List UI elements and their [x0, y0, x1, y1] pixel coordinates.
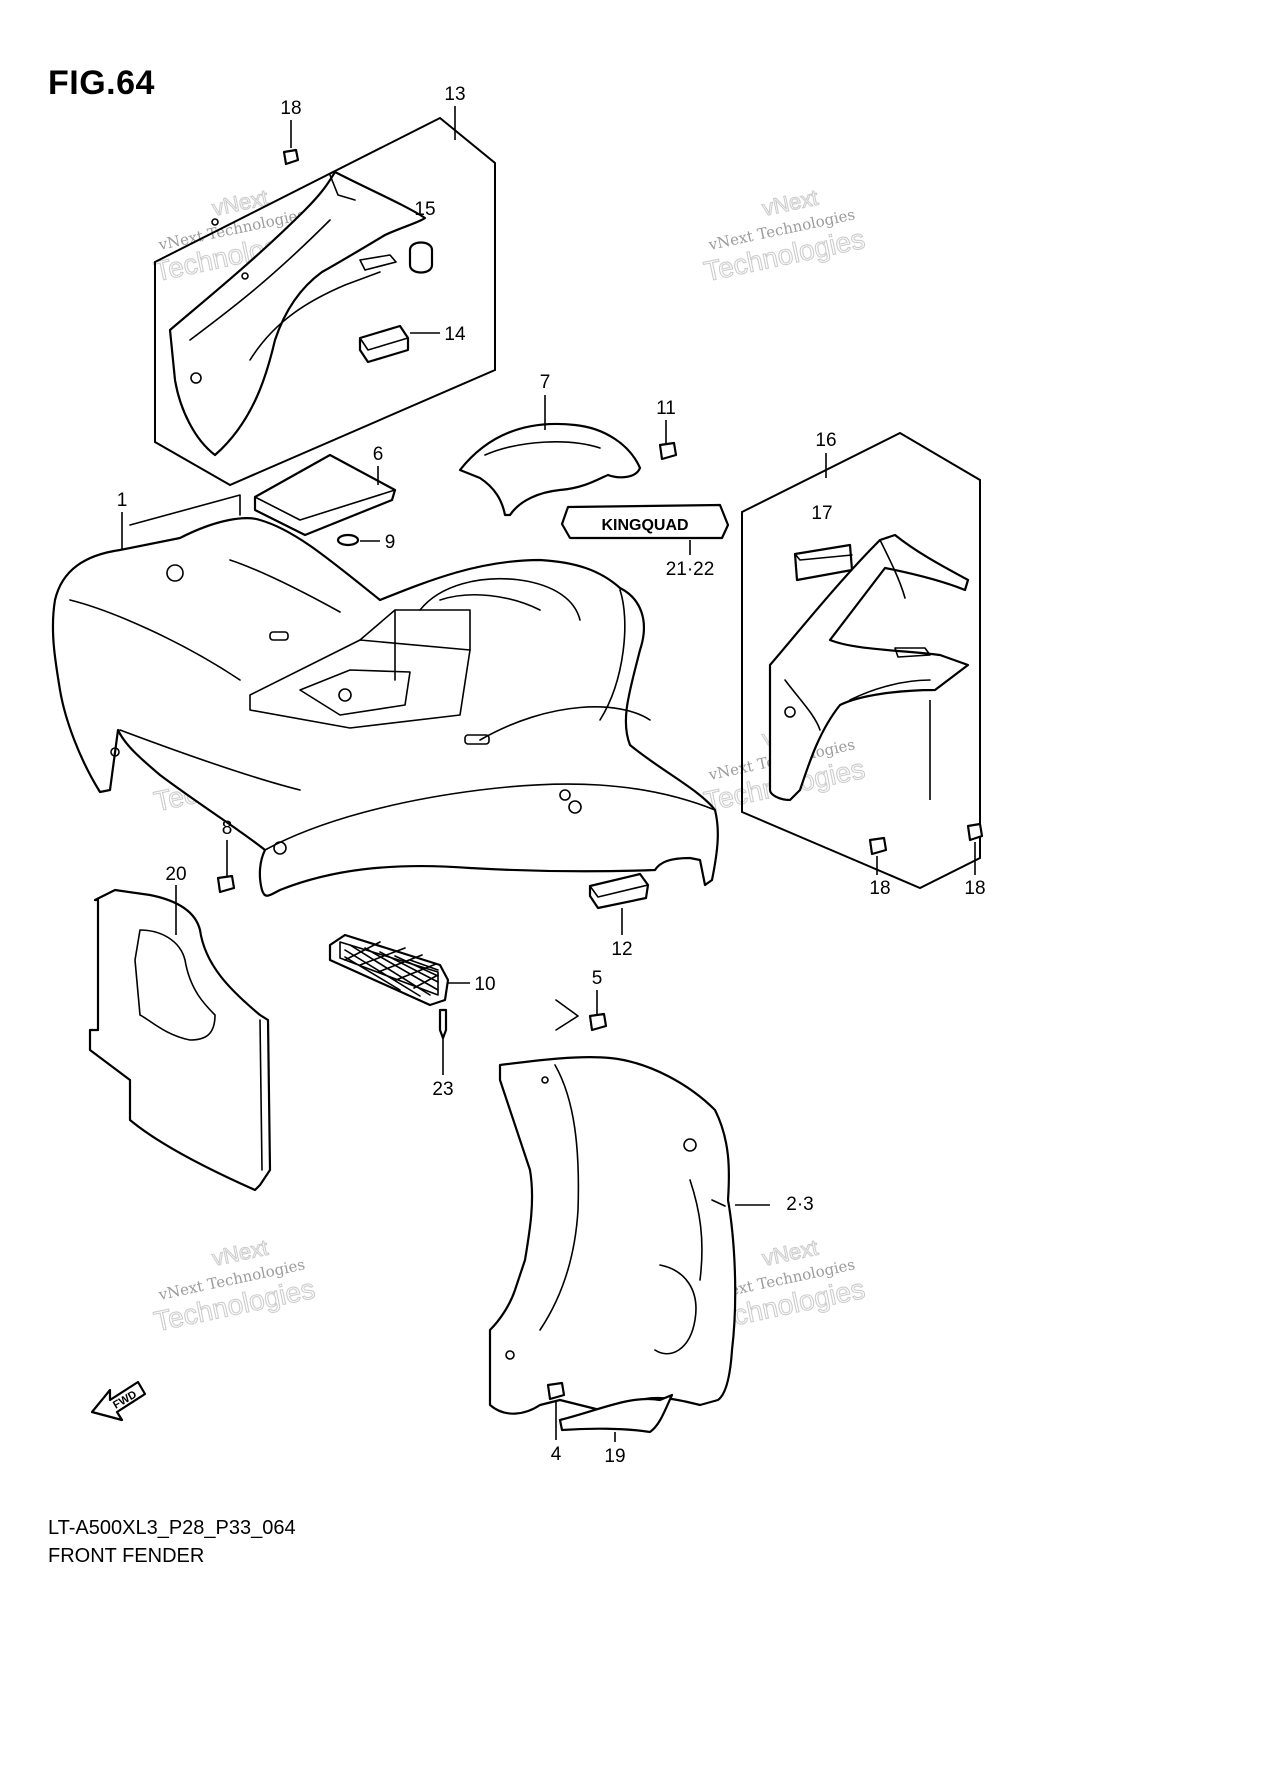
part-21-22-decal: KINGQUAD: [560, 503, 730, 555]
callout-6: 6: [373, 444, 384, 465]
callout-7: 7: [540, 372, 551, 393]
model-code: LT-A500XL3_P28_P33_064: [48, 1517, 296, 1539]
callout-4: 4: [551, 1444, 562, 1465]
callout-labels: 1 2·3 4 5 6 7 8 9 10 11 12 13 14 15 16 1…: [117, 84, 986, 1467]
part-7-headlight-cover: [458, 395, 678, 517]
part-10-grille: [328, 933, 470, 1075]
part-8-bolt: [216, 840, 236, 894]
callout-11: 11: [656, 398, 676, 419]
callout-18-right-a: 18: [869, 878, 890, 899]
callout-14: 14: [444, 324, 466, 345]
callout-21-22: 21·22: [666, 559, 715, 580]
callout-16: 16: [815, 430, 836, 451]
callout-13: 13: [444, 84, 465, 105]
part-2-3-inner-fender: [488, 990, 770, 1440]
callout-19: 19: [604, 1446, 625, 1467]
callout-17: 17: [811, 503, 832, 524]
figure-name: FRONT FENDER: [48, 1545, 205, 1567]
callout-18-right-b: 18: [964, 878, 985, 899]
callout-12: 12: [611, 939, 632, 960]
callout-1: 1: [117, 490, 128, 511]
part-1-front-fender: [51, 494, 719, 897]
callout-23: 23: [432, 1079, 453, 1100]
callout-2-3: 2·3: [786, 1194, 813, 1215]
fwd-arrow-icon: FWD: [90, 1380, 147, 1422]
callout-15: 15: [414, 199, 435, 220]
callout-20: 20: [165, 864, 186, 885]
part-20-mud-guard: [88, 885, 272, 1192]
callout-18-top: 18: [280, 98, 301, 119]
callout-5: 5: [592, 968, 603, 989]
figure-title: FIG.64: [48, 64, 155, 102]
callout-9: 9: [385, 532, 396, 553]
callout-10: 10: [474, 974, 495, 995]
callout-8: 8: [222, 818, 233, 839]
part-12-pad: [588, 872, 650, 935]
assembly-box-13: [154, 106, 496, 487]
part-19-guard-strip: [558, 1393, 674, 1442]
part-6-cover: [253, 453, 397, 547]
assembly-box-16: [741, 431, 984, 890]
decal-text: KINGQUAD: [601, 517, 688, 534]
